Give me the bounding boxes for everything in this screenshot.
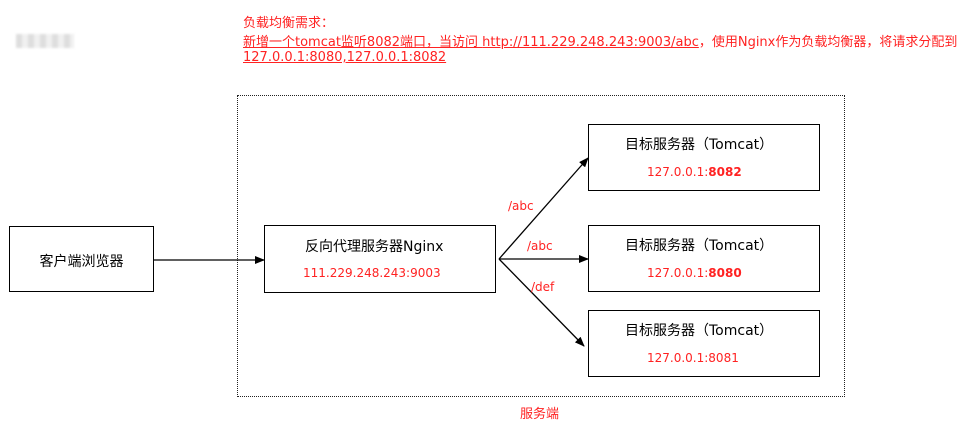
- requirement-text-2: ，使用Nginx作为负载均衡器，将请求分配到: [698, 35, 958, 50]
- blurred-logo: [16, 34, 74, 48]
- target-server-node-2: 目标服务器（Tomcat） 127.0.0.1:8080: [588, 225, 820, 292]
- nginx-proxy-node: 反向代理服务器Nginx 111.229.248.243:9003: [264, 225, 496, 293]
- server-zone: [237, 95, 845, 397]
- route-label-3: /def: [531, 280, 555, 294]
- nginx-address: 111.229.248.243:9003: [303, 266, 441, 280]
- target-server-address: 127.0.0.1:8080: [647, 266, 742, 280]
- target-server-address: 127.0.0.1:8081: [647, 351, 739, 365]
- target-server-address: 127.0.0.1:8082: [647, 165, 742, 179]
- route-label-1: /abc: [508, 199, 534, 213]
- requirement-url: http://111.229.248.243:9003/abc: [482, 35, 699, 50]
- target-server-label: 目标服务器（Tomcat）: [625, 238, 774, 254]
- target-server-node-1: 目标服务器（Tomcat） 127.0.0.1:8082: [588, 124, 820, 191]
- target-server-label: 目标服务器（Tomcat）: [625, 323, 774, 339]
- arrow-nginx-to-target-3: [498, 258, 585, 347]
- target-server-node-3: 目标服务器（Tomcat） 127.0.0.1:8081: [588, 310, 820, 377]
- route-label-2: /abc: [527, 239, 553, 253]
- client-browser-node: 客户端浏览器: [9, 226, 154, 292]
- client-browser-label: 客户端浏览器: [39, 254, 124, 270]
- target-server-label: 目标服务器（Tomcat）: [625, 137, 774, 153]
- requirement-title: 负载均衡需求：: [243, 16, 335, 31]
- arrow-nginx-to-target-1: [498, 157, 589, 260]
- requirement-line-1: 新增一个tomcat监听8082端口，当访问 http://111.229.24…: [243, 31, 957, 50]
- requirement-line-2: 127.0.0.1:8080,127.0.0.1:8082: [243, 50, 447, 65]
- nginx-label: 反向代理服务器Nginx: [305, 239, 444, 255]
- server-zone-label: 服务端: [520, 407, 560, 422]
- requirement-text-1: 新增一个tomcat监听8082端口，当访问: [243, 35, 483, 50]
